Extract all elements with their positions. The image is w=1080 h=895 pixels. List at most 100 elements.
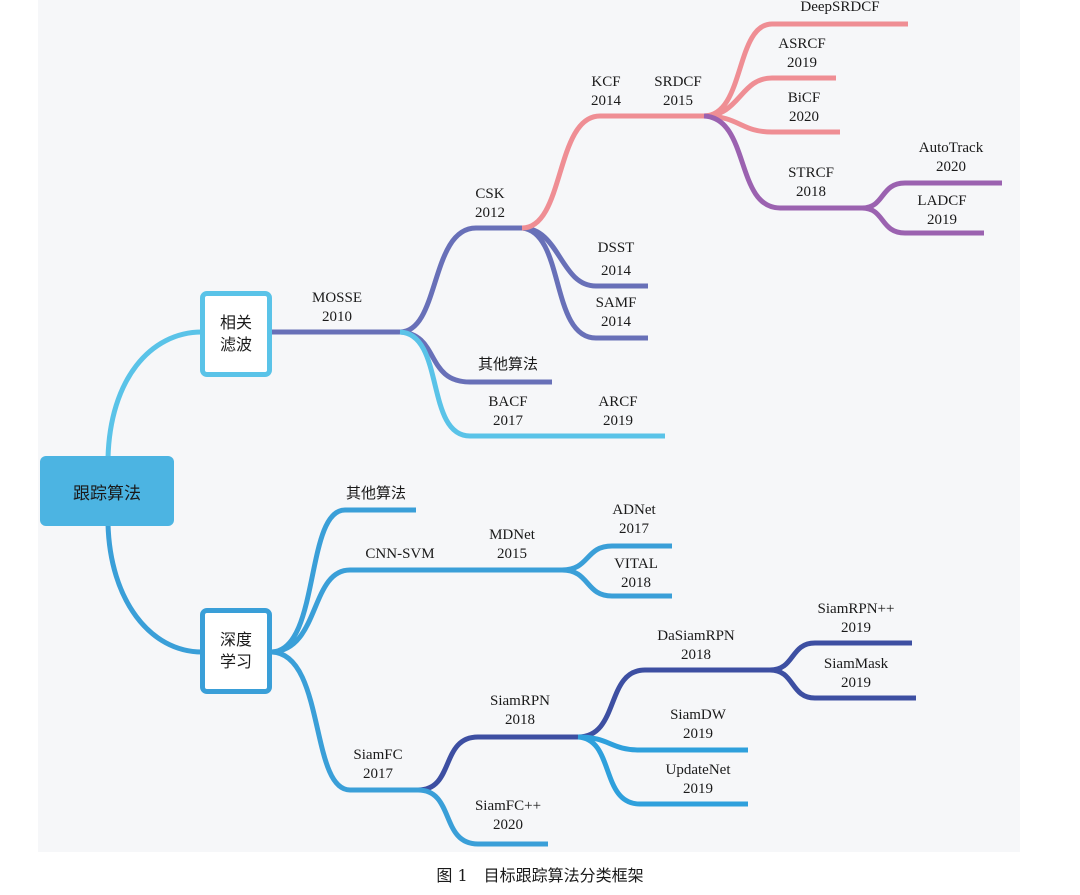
node-adnet: ADNet 2017 xyxy=(612,501,655,539)
node-arcf-name: ARCF xyxy=(598,394,638,410)
branch-dl-line1: 深度 xyxy=(219,630,252,649)
edge-bacf xyxy=(399,329,665,439)
node-bacf: BACF 2017 xyxy=(488,393,527,431)
node-bicf-name: BiCF xyxy=(787,90,821,106)
node-siamrpn-name: SiamRPN xyxy=(489,693,551,709)
node-siamdw-year: 2019 xyxy=(682,726,713,742)
node-siamfcpp: SiamFC++ 2020 xyxy=(475,797,541,835)
node-siamfc: SiamFC 2017 xyxy=(353,746,402,784)
node-srdcf: SRDCF 2015 xyxy=(654,73,702,111)
node-deepsrdcf: DeepSRDCF xyxy=(800,0,879,17)
node-cnnsvm: CNN-SVM xyxy=(365,545,434,564)
node-siammask: SiamMask 2019 xyxy=(824,655,888,693)
node-autotrack-name: AutoTrack xyxy=(918,140,984,156)
node-ladcf: LADCF 2019 xyxy=(917,192,966,230)
node-autotrack: AutoTrack 2020 xyxy=(919,139,983,177)
node-siamfcpp-year: 2020 xyxy=(492,817,523,833)
node-siamdw: SiamDW 2019 xyxy=(670,706,726,744)
node-dasiamrpn-year: 2018 xyxy=(680,647,711,663)
node-siamrpn-year: 2018 xyxy=(504,712,535,728)
node-mosse-year: 2010 xyxy=(322,309,352,325)
node-kcf-name: KCF xyxy=(591,74,621,90)
node-siamdw-name: SiamDW xyxy=(670,707,726,723)
node-dsst-name: DSST xyxy=(597,240,635,256)
node-dl-other: 其他算法 xyxy=(346,484,406,503)
node-siamrpnpp-year: 2019 xyxy=(841,620,871,636)
node-cf-other-name: 其他算法 xyxy=(477,355,539,373)
node-dl-other-name: 其他算法 xyxy=(345,484,407,502)
edge-strcf xyxy=(703,113,862,211)
node-mosse-name: MOSSE xyxy=(311,290,363,306)
branch-deep-learning: 深度 学习 xyxy=(200,608,272,694)
edge-siamfc xyxy=(271,649,418,793)
node-kcf: KCF 2014 xyxy=(591,73,621,111)
node-bacf-name: BACF xyxy=(488,394,528,410)
node-autotrack-year: 2020 xyxy=(935,159,966,175)
node-arcf-year: 2019 xyxy=(603,413,633,429)
node-deepsrdcf-name: DeepSRDCF xyxy=(800,0,880,15)
edge-siammask xyxy=(769,667,916,701)
figure-caption: 图 1 目标跟踪算法分类框架 xyxy=(436,866,644,885)
node-bicf-year: 2020 xyxy=(789,109,819,125)
node-dsst: DSST 2014 xyxy=(598,239,635,281)
node-csk-year: 2012 xyxy=(475,205,505,221)
node-asrcf-year: 2019 xyxy=(787,55,817,71)
node-cf-other: 其他算法 xyxy=(478,355,538,374)
node-adnet-year: 2017 xyxy=(618,521,649,537)
edge-samf xyxy=(521,225,648,341)
node-strcf-year: 2018 xyxy=(795,184,826,200)
node-srdcf-name: SRDCF xyxy=(654,74,702,90)
edge-dasiamrpn xyxy=(577,667,770,740)
node-dasiamrpn: DaSiamRPN 2018 xyxy=(657,627,735,665)
node-mdnet-name: MDNet xyxy=(489,527,535,543)
branch-correlation-filter: 相关 滤波 xyxy=(200,291,272,377)
edge-kcf xyxy=(521,113,704,231)
node-mosse: MOSSE 2010 xyxy=(312,289,362,327)
node-mdnet: MDNet 2015 xyxy=(489,526,535,564)
edge-ladcf xyxy=(861,205,984,236)
node-bicf: BiCF 2020 xyxy=(788,89,821,127)
node-updatenet-year: 2019 xyxy=(682,781,713,797)
edge-root-dl xyxy=(105,523,203,655)
node-dsst-year: 2014 xyxy=(601,263,631,279)
edge-csk xyxy=(399,225,522,335)
node-srdcf-year: 2015 xyxy=(663,93,693,109)
node-siammask-name: SiamMask xyxy=(823,656,889,672)
node-updatenet: UpdateNet 2019 xyxy=(666,761,731,799)
root-label: 跟踪算法 xyxy=(73,483,141,504)
branch-cf-line1: 相关 xyxy=(219,313,252,332)
node-kcf-year: 2014 xyxy=(591,93,621,109)
node-csk-name: CSK xyxy=(475,186,505,202)
edge-dl-other xyxy=(271,507,416,655)
root-node: 跟踪算法 xyxy=(40,456,174,526)
node-siamrpnpp: SiamRPN++ 2019 xyxy=(818,600,895,638)
edge-siamfcpp xyxy=(417,787,548,847)
diagram-canvas xyxy=(38,0,1020,852)
node-vital-name: VITAL xyxy=(614,556,658,572)
edge-root-cf xyxy=(105,329,203,459)
node-asrcf-name: ASRCF xyxy=(778,36,826,52)
node-strcf-name: STRCF xyxy=(788,165,834,181)
node-siamrpnpp-name: SiamRPN++ xyxy=(817,601,895,617)
node-vital: VITAL 2018 xyxy=(614,555,658,593)
node-ladcf-name: LADCF xyxy=(917,193,967,209)
edge-cnnsvm xyxy=(271,567,562,655)
node-vital-year: 2018 xyxy=(620,575,651,591)
node-siamfc-year: 2017 xyxy=(363,766,393,782)
node-strcf: STRCF 2018 xyxy=(788,164,834,202)
node-arcf: ARCF 2019 xyxy=(598,393,637,431)
node-bacf-year: 2017 xyxy=(493,413,523,429)
node-mdnet-year: 2015 xyxy=(496,546,527,562)
node-csk: CSK 2012 xyxy=(475,185,505,223)
node-updatenet-name: UpdateNet xyxy=(665,762,731,778)
node-siamfcpp-name: SiamFC++ xyxy=(474,798,542,814)
node-samf: SAMF 2014 xyxy=(596,294,637,332)
node-samf-year: 2014 xyxy=(600,314,631,330)
edge-siamrpn xyxy=(417,734,578,793)
node-siamrpn: SiamRPN 2018 xyxy=(490,692,550,730)
node-adnet-name: ADNet xyxy=(612,502,656,518)
node-cnnsvm-name: CNN-SVM xyxy=(365,546,435,562)
node-samf-name: SAMF xyxy=(595,295,637,311)
branch-dl-line2: 学习 xyxy=(219,652,252,671)
